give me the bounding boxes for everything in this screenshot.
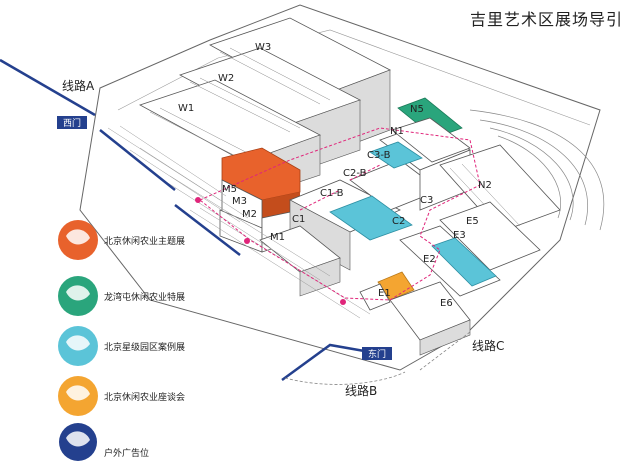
- legend-item: 户外广告位: [59, 423, 149, 461]
- outdoor-ads: [0, 58, 371, 382]
- building-n2: [439, 144, 561, 233]
- west-gate: 西门: [57, 116, 87, 129]
- zone-e2-label: E2: [423, 254, 436, 265]
- logo-figure-icon: [66, 335, 90, 351]
- route-c-label: 线路C: [472, 338, 504, 353]
- zone-m1-label: M1: [270, 232, 285, 243]
- route-b-label: 线路B: [345, 383, 377, 398]
- east-gate: 东门: [362, 347, 392, 360]
- zone-e3-label: E3: [453, 230, 466, 241]
- legend-label: 户外广告位: [104, 447, 149, 459]
- zone-m3-label: M3: [232, 196, 247, 207]
- zone-e5-label: E5: [466, 216, 479, 227]
- zone-c1-label: C1: [292, 214, 305, 225]
- zone-c3b-label: C3-B: [367, 150, 391, 161]
- west-gate-label: 西门: [63, 117, 81, 129]
- east-gate-label: 东门: [368, 348, 386, 360]
- zone-m5-label: M5: [222, 184, 237, 195]
- zone-c3-label: C3: [420, 195, 433, 206]
- route-b-line: [284, 371, 406, 385]
- legend-label: 北京休闲农业主题展: [104, 235, 185, 247]
- zone-e6-label: E6: [440, 298, 453, 309]
- building-e2: [399, 225, 501, 297]
- legend-item: 北京休闲农业座谈会: [58, 376, 185, 416]
- logo-figure-icon: [66, 385, 90, 401]
- building-n1: [391, 117, 471, 163]
- legend-label: 北京星级园区案例展: [104, 341, 185, 353]
- logo-figure-icon: [66, 229, 90, 245]
- zone-n1-label: N1: [390, 126, 404, 137]
- legend-label: 龙湾屯休闲农业特展: [104, 291, 185, 303]
- zone-m2-label: M2: [242, 209, 257, 220]
- building-e3: [439, 201, 541, 271]
- building-c2: [329, 159, 441, 241]
- path-markers: [195, 197, 346, 305]
- zone-w3-label: W3: [255, 42, 271, 53]
- legend-label: 北京休闲农业座谈会: [104, 391, 185, 403]
- zone-e1-label: E1: [378, 288, 391, 299]
- legend: 北京休闲农业主题展 龙湾屯休闲农业特展 北京星级园区案例展 北京休闲农业座谈会: [58, 220, 185, 461]
- visitor-path: [199, 127, 481, 301]
- zone-w1-label: W1: [178, 103, 194, 114]
- route-c-line: [419, 331, 471, 371]
- landscape-curves: [469, 109, 605, 231]
- legend-item: 龙湾屯休闲农业特展: [58, 276, 185, 316]
- building-e1: [359, 271, 415, 311]
- zone-labels: W3 W2 W1 M5 M3 M2 M1 C1 C1-B C2 C2-B C3 …: [178, 42, 492, 309]
- logo-figure-icon: [66, 285, 90, 301]
- building-e6: [389, 281, 471, 356]
- map-title: 吉里艺术区展场导引: [470, 10, 624, 29]
- legend-item: 北京休闲农业主题展: [58, 220, 185, 260]
- zone-c2-label: C2: [392, 216, 405, 227]
- zone-w2-label: W2: [218, 73, 234, 84]
- legend-item: 北京星级园区案例展: [58, 326, 185, 366]
- logo-figure-icon: [66, 431, 90, 447]
- zone-n2-label: N2: [478, 180, 492, 191]
- parking-rows: [107, 125, 371, 319]
- zone-c1b-label: C1-B: [320, 188, 344, 199]
- zone-n5-label: N5: [410, 104, 424, 115]
- zone-c2b-label: C2-B: [343, 168, 367, 179]
- route-a-label: 线路A: [62, 78, 95, 93]
